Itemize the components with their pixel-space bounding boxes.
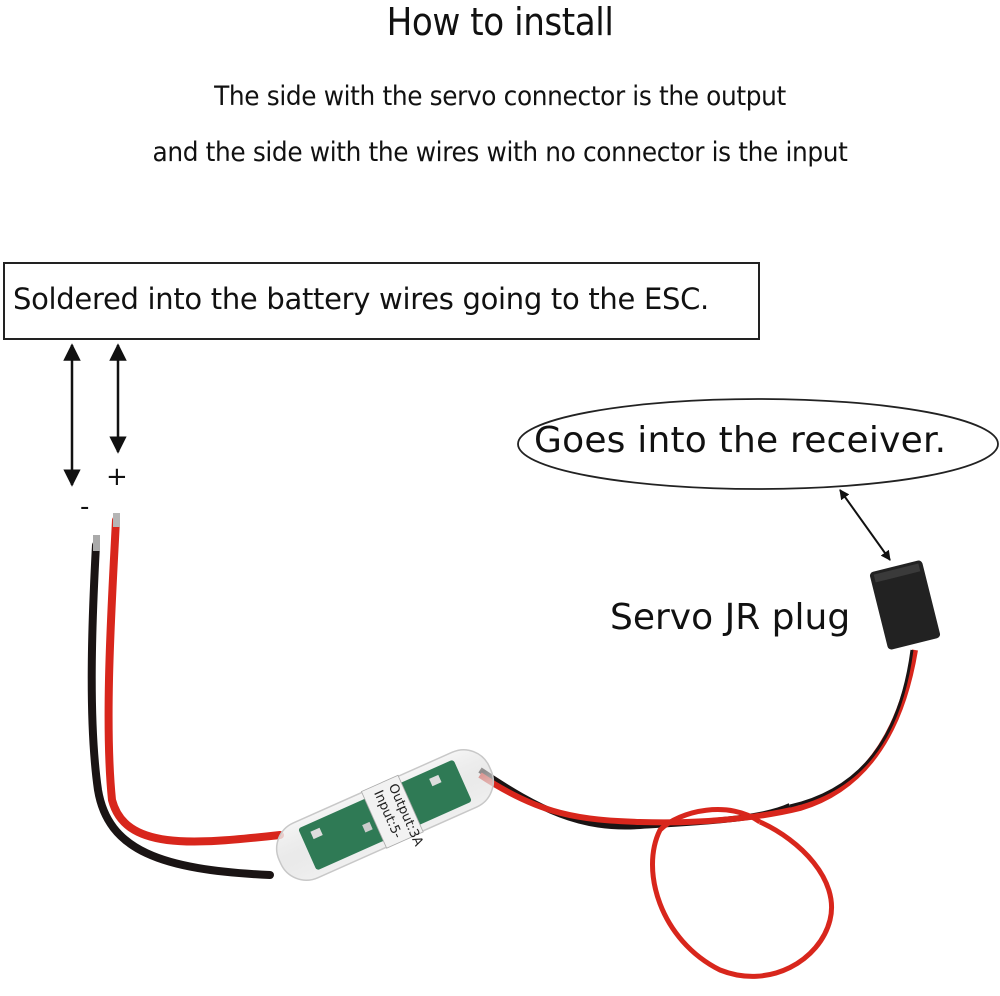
black-input-wire bbox=[87, 541, 274, 879]
instruction-line-input: and the side with the wires with no conn… bbox=[152, 137, 848, 168]
input-callout-box: Soldered into the battery wires going to… bbox=[3, 262, 760, 340]
page-title: How to install bbox=[386, 0, 614, 44]
red-input-wire bbox=[104, 516, 284, 846]
negative-polarity-label: - bbox=[80, 492, 90, 522]
receiver-arrow bbox=[839, 489, 891, 561]
instruction-line-output: The side with the servo connector is the… bbox=[214, 81, 786, 112]
bec-module: Input:5- Output:3A bbox=[275, 749, 495, 881]
servo-plug-label: Servo JR plug bbox=[610, 597, 851, 638]
input-callout-text: Soldered into the battery wires going to… bbox=[13, 282, 709, 316]
black-wire-tip bbox=[93, 535, 100, 551]
red-output-wire bbox=[478, 649, 918, 826]
receiver-callout-text: Goes into the receiver. bbox=[534, 420, 947, 461]
red-wire-tip bbox=[113, 513, 120, 527]
receiver-callout-ellipse bbox=[517, 398, 999, 490]
positive-polarity-label: + bbox=[106, 462, 128, 492]
servo-plug bbox=[869, 560, 941, 650]
red-wire-loop bbox=[650, 807, 834, 979]
black-output-wire-end bbox=[789, 649, 914, 808]
rating-label bbox=[360, 774, 424, 849]
